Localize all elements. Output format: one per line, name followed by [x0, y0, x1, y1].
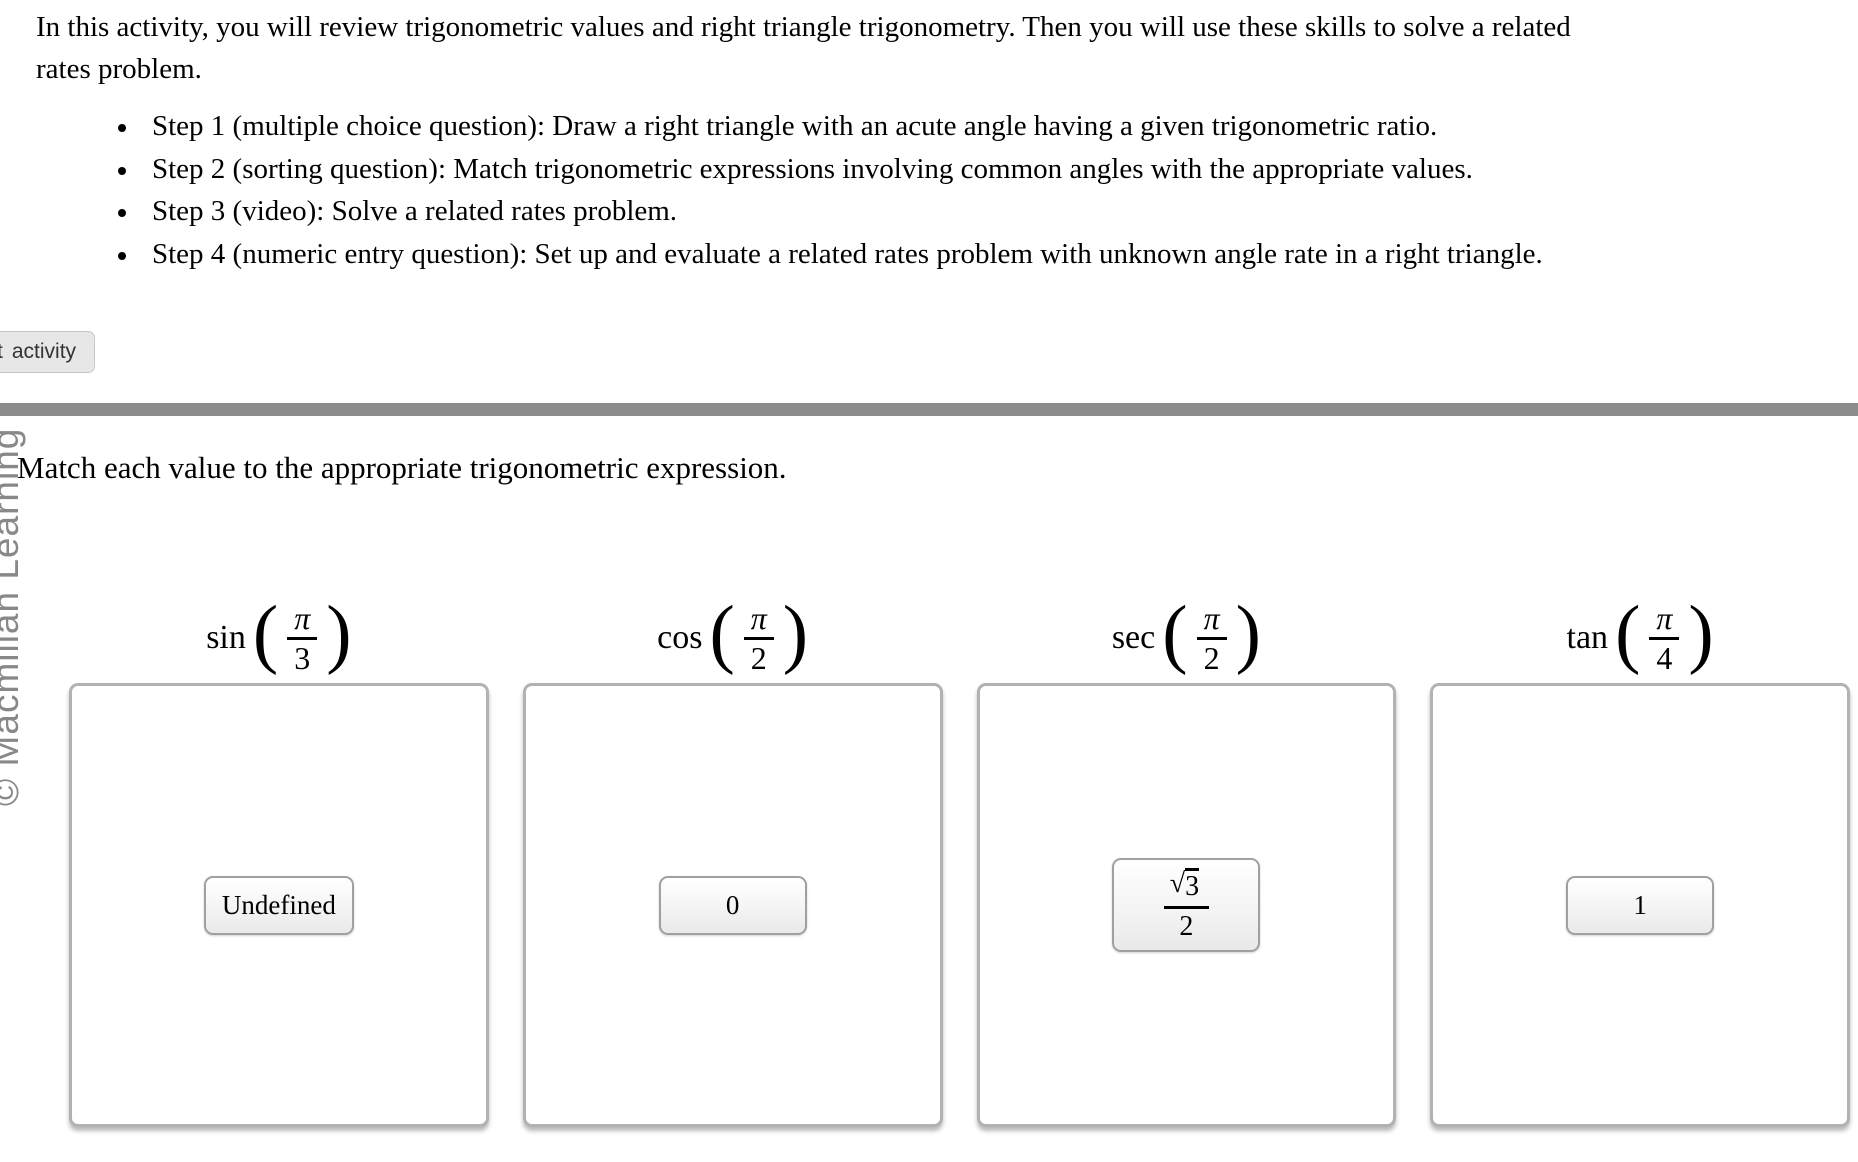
activity-button-label: activity	[11, 340, 77, 363]
open-paren: (	[709, 590, 735, 676]
fraction-numerator: π	[1649, 601, 1680, 640]
trig-function-name: cos	[657, 619, 703, 656]
trig-function-name: sin	[206, 619, 246, 656]
value-chip-one[interactable]: 1	[1566, 875, 1715, 935]
trig-function-name: sec	[1111, 619, 1156, 656]
dropzone-tan-pi-4[interactable]: 1	[1430, 683, 1850, 1127]
match-column-sec-pi-2: sec ( π 2 ) √3 2	[976, 593, 1397, 1127]
fraction-denominator: 3	[294, 639, 311, 676]
chip-fraction-denominator: 2	[1179, 910, 1194, 942]
fraction-numerator: π	[1196, 601, 1227, 640]
radicand: 3	[1185, 868, 1200, 902]
expression-sec-pi-2: sec ( π 2 )	[977, 593, 1397, 683]
intro-paragraph: In this activity, you will review trigon…	[36, 11, 1571, 85]
fraction-numerator: π	[743, 601, 774, 640]
fraction: π 2	[743, 601, 774, 676]
expression-sin-pi-3: sin ( π 3 )	[69, 593, 489, 683]
step-3-text: Step 3 (video): Solve a related rates pr…	[152, 195, 678, 227]
list-item: Step 4 (numeric entry question): Set up …	[140, 233, 1846, 276]
fraction: π 3	[287, 601, 318, 676]
fraction-denominator: 2	[1203, 639, 1220, 676]
activity-button-clipped-fragment: t	[0, 340, 3, 364]
close-paren: )	[1688, 590, 1714, 676]
match-column-cos-pi-2: cos ( π 2 ) 0	[522, 593, 943, 1127]
chip-fraction-numerator: √3	[1163, 868, 1210, 909]
fraction: π 2	[1196, 601, 1227, 676]
expression-tan-pi-4: tan ( π 4 )	[1430, 593, 1850, 683]
dropzone-sin-pi-3[interactable]: Undefined	[69, 683, 489, 1127]
close-paren: )	[326, 590, 352, 676]
match-column-sin-pi-3: sin ( π 3 ) Undefined	[69, 593, 489, 1127]
open-paren: (	[1615, 590, 1641, 676]
section-divider	[0, 403, 1858, 416]
expression-cos-pi-2: cos ( π 2 )	[523, 593, 943, 683]
open-paren: (	[252, 590, 279, 676]
list-item: Step 3 (video): Solve a related rates pr…	[140, 190, 1846, 233]
radical-sign: √	[1169, 868, 1186, 900]
value-chip-undefined[interactable]: Undefined	[203, 875, 354, 935]
trig-function-name: tan	[1566, 619, 1609, 656]
list-item: Step 1 (multiple choice question): Draw …	[140, 105, 1846, 148]
fraction-denominator: 2	[750, 639, 767, 676]
fraction: π 4	[1649, 601, 1680, 676]
step-1-text: Step 1 (multiple choice question): Draw …	[152, 110, 1438, 142]
close-paren: )	[1235, 590, 1261, 676]
close-paren: )	[782, 590, 809, 676]
matching-board: sin ( π 3 ) Undefined cos ( π 2 ) 0	[69, 593, 1850, 1127]
question-prompt: Match each value to the appropriate trig…	[17, 450, 787, 485]
activity-button[interactable]: t activity	[0, 331, 96, 373]
steps-list: Step 1 (multiple choice question): Draw …	[36, 105, 1846, 275]
step-2-text: Step 2 (sorting question): Match trigono…	[152, 152, 1473, 185]
step-4-text: Step 4 (numeric entry question): Set up …	[152, 237, 1543, 270]
list-item: Step 2 (sorting question): Match trigono…	[140, 148, 1846, 191]
intro-section: In this activity, you will review trigon…	[36, 6, 1846, 275]
dropzone-sec-pi-2[interactable]: √3 2	[976, 683, 1397, 1127]
value-chip-sqrt3-over-2[interactable]: √3 2	[1112, 858, 1261, 952]
fraction-denominator: 4	[1656, 639, 1673, 676]
match-column-tan-pi-4: tan ( π 4 ) 1	[1430, 593, 1850, 1127]
open-paren: (	[1162, 590, 1188, 676]
dropzone-cos-pi-2[interactable]: 0	[522, 683, 943, 1127]
fraction-numerator: π	[287, 601, 318, 640]
value-chip-zero[interactable]: 0	[658, 875, 807, 935]
